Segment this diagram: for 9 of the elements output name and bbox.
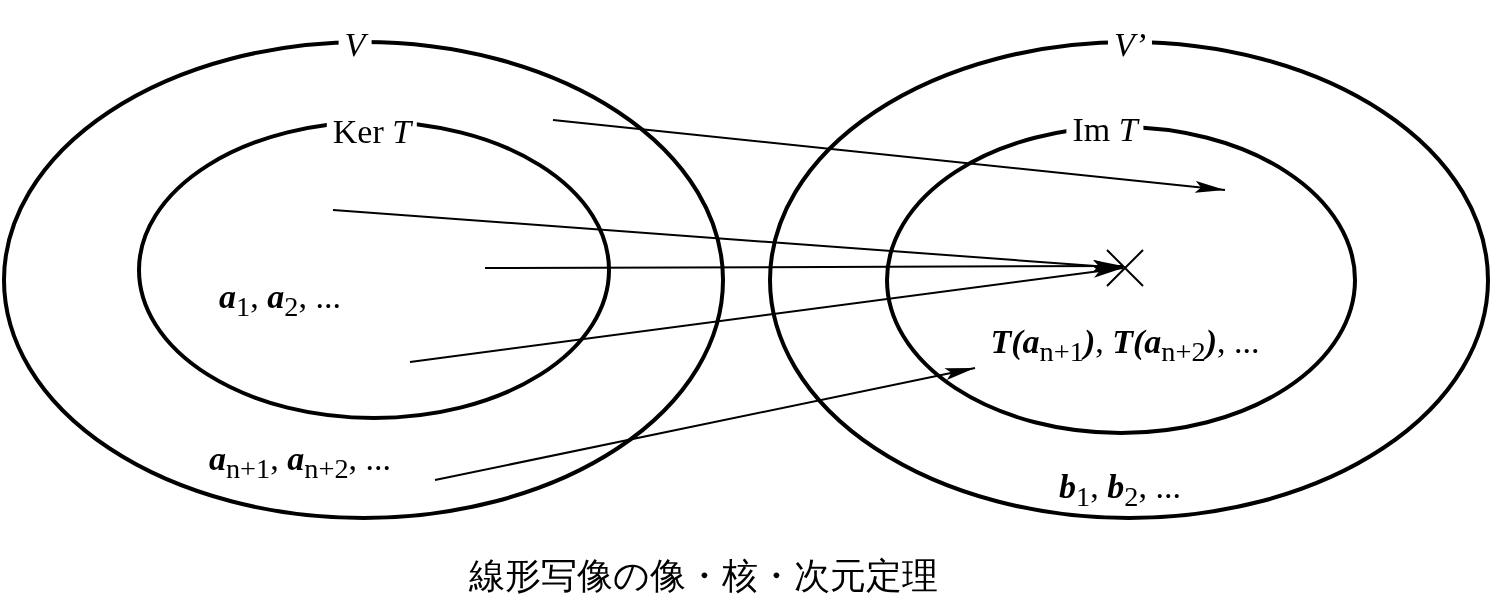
vector-list: a$_{n+1}$, a$_{n+2}$, ... <box>208 440 392 484</box>
arrow <box>552 119 1226 193</box>
vector-list: T(a$_{n+1}$), T(a$_{n+2}$), ... <box>990 323 1260 367</box>
arrow <box>434 367 976 481</box>
arrow <box>484 260 1124 273</box>
caption: 線形写像の像・核・次元定理 <box>468 553 938 598</box>
arrow <box>409 265 1124 363</box>
vector-list: b$_{1}$, b$_{2}$, ... <box>1059 468 1181 512</box>
vector-list: a$_{1}$, a$_{2}$, ... <box>219 278 341 322</box>
